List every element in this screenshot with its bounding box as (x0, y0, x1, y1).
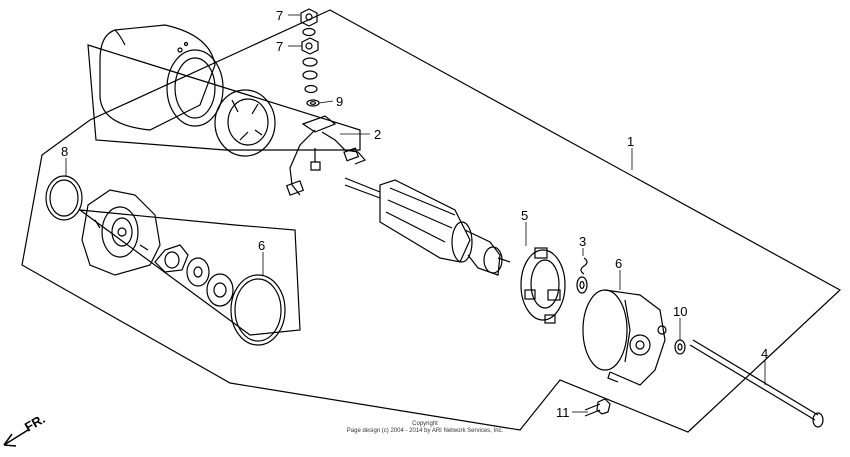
brush-plate (520, 247, 566, 324)
callout-8: 8 (61, 144, 68, 159)
callout-3: 3 (579, 234, 586, 249)
front-washers (154, 244, 234, 307)
through-bolt (689, 339, 824, 428)
callout-10: 10 (673, 304, 687, 319)
callout-11: 11 (556, 405, 570, 420)
motor-housing (99, 24, 224, 131)
callout-2: 2 (374, 127, 381, 142)
rear-cover (582, 289, 667, 386)
o-ring-6-left-inner (234, 278, 282, 342)
bolt-11 (584, 398, 611, 417)
leader-lines (65, 14, 766, 413)
callout-9: 9 (336, 94, 343, 109)
copyright-line-2: Page design (c) 2004 - 2014 by ARI Netwo… (346, 428, 504, 434)
o-ring-8 (45, 175, 83, 221)
callout-1: 1 (627, 134, 634, 149)
armature (344, 177, 511, 276)
callout-4: 4 (761, 346, 768, 361)
o-ring-8-inner (49, 179, 79, 217)
direction-arrow (3, 429, 29, 447)
callout-6-right: 6 (615, 256, 622, 271)
copyright-line-1: Copyright (412, 421, 438, 427)
callout-7-top: 7 (276, 8, 283, 23)
front-cover (81, 189, 161, 276)
housing-group-outline (87, 44, 361, 151)
brush-spring-holder (214, 89, 276, 157)
washer-stack (300, 8, 320, 107)
callout-7-mid: 7 (276, 39, 283, 54)
terminal-brush-lead (285, 115, 367, 196)
assembly-outline (21, 9, 842, 433)
callout-5: 5 (521, 208, 528, 223)
washer-10 (674, 339, 686, 355)
front-cover-group-outline (77, 209, 301, 336)
brush-spring (576, 257, 588, 294)
o-ring-6-left (230, 274, 286, 346)
callout-6-left: 6 (258, 238, 265, 253)
